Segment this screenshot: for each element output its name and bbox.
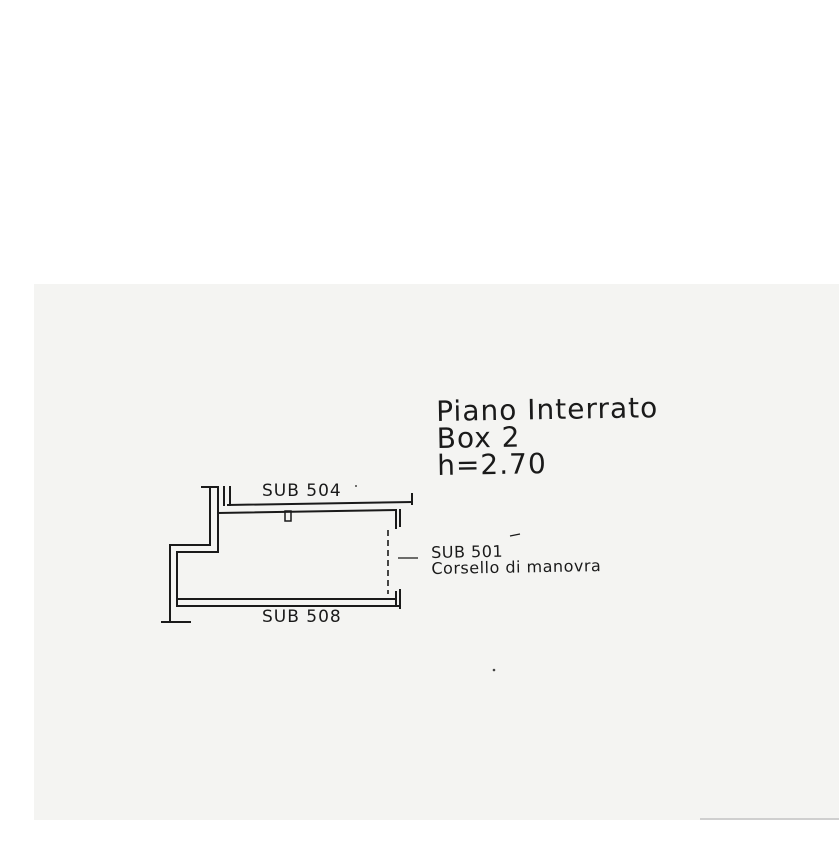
label-sub-508: SUB 508	[262, 607, 342, 627]
column-marker	[284, 510, 292, 522]
scan-edge-mark	[700, 818, 839, 820]
wall-top	[216, 493, 414, 515]
label-sub-504: SUB 504	[262, 481, 342, 501]
scanned-sheet	[34, 284, 839, 820]
title-block: Piano Interrato Box 2 h=2.70	[435, 391, 659, 482]
floor-title: Piano Interrato	[435, 391, 659, 428]
leader-tick	[509, 533, 521, 537]
label-corsello: Corsello di manovra	[431, 556, 602, 578]
wall-bottom	[176, 598, 401, 607]
scan-dot	[492, 668, 496, 672]
wall-left	[161, 544, 219, 623]
height-title: h=2.70	[436, 447, 548, 482]
wall-top-left	[201, 486, 231, 553]
scan-dot	[355, 485, 357, 487]
wall-right	[395, 509, 401, 609]
label-sub-501-block: SUB 501 Corsello di manovra	[431, 542, 602, 578]
